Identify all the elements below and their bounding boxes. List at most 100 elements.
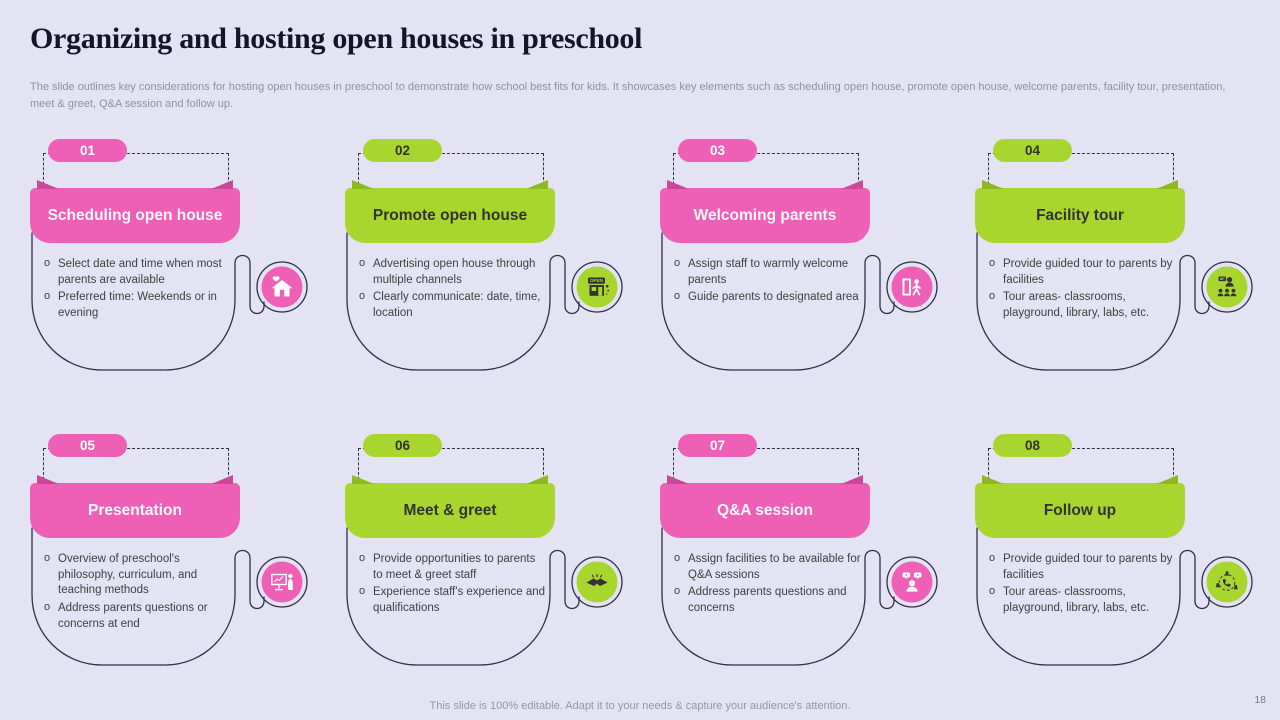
bullet-text: Advertising open house through multiple …	[373, 258, 536, 286]
editable-note: This slide is 100% editable. Adapt it to…	[429, 700, 851, 712]
step-number: 05	[79, 438, 96, 453]
presentation-board-icon	[268, 568, 296, 596]
step-number-badge: 02	[363, 139, 442, 162]
card-title: Meet & greet	[403, 501, 497, 519]
step-number-badge: 07	[678, 434, 757, 457]
bullet-item: o Advertising open house through multiple…	[356, 257, 548, 288]
open-house-shop-icon: OPEN	[583, 273, 611, 301]
open-sign-text: OPEN	[590, 278, 604, 283]
bullet-item: o Experience staff's experience and quali…	[356, 585, 548, 616]
card-header: Scheduling open house	[30, 180, 240, 243]
step-number-badge: 06	[363, 434, 442, 457]
bullet-text: Assign staff to warmly welcome parents	[688, 258, 849, 286]
bullet-text: Tour areas- classrooms, playground, libr…	[1003, 586, 1150, 614]
bullet-text: Guide parents to designated area	[688, 291, 859, 304]
bullet-marker: o	[358, 585, 366, 598]
card-header: Facility tour	[975, 180, 1185, 243]
card-title: Scheduling open house	[47, 206, 223, 224]
ribbon-fold	[526, 180, 548, 189]
step-number: 06	[394, 438, 411, 453]
card-title: Q&A session	[717, 501, 813, 519]
card-title: Welcoming parents	[693, 206, 837, 224]
phone-follow-up-icon	[1213, 568, 1241, 596]
card-outline	[976, 232, 1253, 371]
step-number-badge: 01	[48, 139, 127, 162]
handshake-icon	[583, 568, 611, 596]
ribbon-fold	[667, 475, 689, 484]
card-meet-and-greet: 06 Meet & greet o Provide opportunities t…	[335, 425, 635, 717]
bullet-marker: o	[43, 290, 51, 303]
bullet-marker: o	[358, 552, 366, 564]
step-number-badge: 05	[48, 434, 127, 457]
card-outline	[661, 232, 938, 371]
card-scheduling-open-house: 01 Scheduling open house o Select date an…	[20, 130, 320, 422]
bullet-text: Provide guided tour to parents by facili…	[1003, 258, 1173, 286]
step-number-badge: 04	[993, 139, 1072, 162]
bullet-text: Overview of preschool's philosophy, curr…	[58, 553, 198, 597]
bullet-marker: o	[673, 585, 681, 598]
card-header: Q&A session	[660, 475, 870, 538]
card-title: Follow up	[1043, 501, 1117, 519]
bullet-list: o Select date and time when most parents …	[41, 257, 233, 324]
bullet-item: o Address parents questions and concerns	[671, 585, 863, 616]
tour-guide-group-icon	[1213, 273, 1241, 301]
ribbon-fold	[982, 475, 1004, 484]
house-heart-icon	[268, 273, 296, 301]
bullet-text: Preferred time: Weekends or in evening	[58, 291, 217, 319]
bullet-item: o Guide parents to designated area	[671, 290, 863, 306]
step-number: 01	[79, 143, 96, 158]
slide-subtitle: The slide outlines key considerations fo…	[30, 81, 1226, 110]
bullet-marker: o	[673, 552, 681, 564]
ribbon-fold	[211, 475, 233, 484]
card-outline	[31, 527, 308, 666]
page-title: Organizing and hosting open houses in pr…	[30, 22, 643, 55]
card-header: Welcoming parents	[660, 180, 870, 243]
bullet-text: Clearly communicate: date, time, locatio…	[373, 291, 541, 319]
ribbon-fold	[211, 180, 233, 189]
bullet-text: Address parents questions and concerns	[688, 586, 847, 614]
bullet-marker: o	[673, 290, 681, 303]
bullet-list: o Advertising open house through multiple…	[356, 257, 548, 324]
bullet-marker: o	[358, 290, 366, 303]
bullet-text: Experience staff's experience and qualif…	[373, 586, 546, 614]
bullet-item: o Tour areas- classrooms, playground, lib…	[986, 585, 1178, 616]
bullet-text: Tour areas- classrooms, playground, libr…	[1003, 291, 1150, 319]
ribbon-fold	[982, 180, 1004, 189]
ribbon-fold	[667, 180, 689, 189]
ribbon-fold	[1156, 475, 1178, 484]
card-title: Facility tour	[1036, 206, 1124, 224]
bullet-item: o Select date and time when most parents …	[41, 257, 233, 288]
step-number: 02	[394, 143, 411, 158]
bullet-marker: o	[988, 585, 996, 598]
bullet-item: o Preferred time: Weekends or in evening	[41, 290, 233, 321]
ribbon-fold	[1156, 180, 1178, 189]
qa-speech-bubbles-icon	[898, 568, 926, 596]
ribbon-fold	[841, 475, 863, 484]
card-header: Presentation	[30, 475, 240, 538]
card-header: Meet & greet	[345, 475, 555, 538]
card-title: Presentation	[88, 501, 182, 519]
card-promote-open-house: 02 Promote open house OPEN o Advertising …	[335, 130, 635, 422]
card-header: Follow up	[975, 475, 1185, 538]
bullet-list: o Provide opportunities to parents to mee…	[356, 552, 548, 619]
bullet-text: Select date and time when most parents a…	[58, 258, 222, 286]
bullet-marker: o	[358, 257, 366, 269]
bullet-marker: o	[43, 257, 51, 269]
bullet-text: Provide opportunities to parents to meet…	[373, 553, 536, 581]
step-number-badge: 03	[678, 139, 757, 162]
card-header: Promote open house	[345, 180, 555, 243]
ribbon-fold	[526, 475, 548, 484]
card-outline	[976, 527, 1253, 666]
bullet-marker: o	[988, 257, 996, 269]
